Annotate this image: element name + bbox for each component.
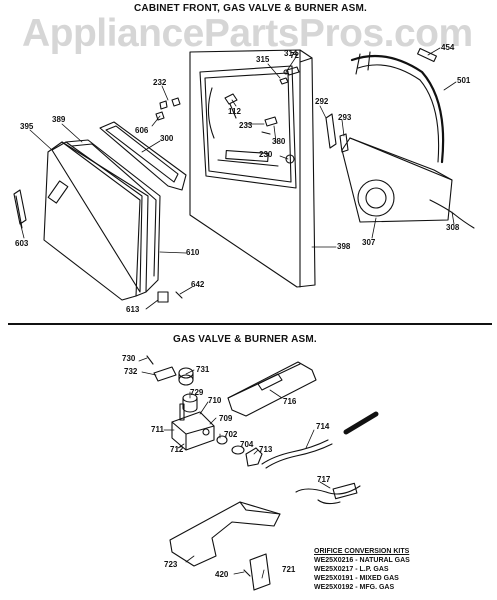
part-label: 420: [215, 570, 229, 579]
part-label: 232: [153, 78, 167, 87]
part-label: 233: [239, 121, 253, 130]
part-label: 731: [196, 365, 210, 374]
part-label: 721: [282, 565, 296, 574]
part-label: 711: [151, 425, 164, 434]
gas-valve-assembly: [146, 355, 379, 591]
part-label: 730: [122, 354, 136, 363]
part-label: 314: [284, 49, 298, 58]
part-label: 714: [316, 422, 330, 431]
hinge-parts: [279, 66, 300, 85]
part-label: 716: [283, 397, 297, 406]
orifice-kit-row: WE25X0216 - NATURAL GAS: [314, 557, 410, 564]
part-label: 501: [457, 76, 471, 85]
part-label: 710: [208, 396, 222, 405]
orifice-kits-header: ORIFICE CONVERSION KITS: [314, 548, 410, 555]
part-label: 732: [124, 367, 138, 376]
part-label: 72: [290, 51, 299, 60]
part-label: 308: [446, 223, 460, 232]
part-label: 702: [224, 430, 238, 439]
part-label: 292: [315, 97, 329, 106]
part-label: 603: [15, 239, 29, 248]
orifice-conversion-kits: ORIFICE CONVERSION KITS WE25X0216 - NATU…: [314, 547, 410, 592]
door-switch-parts: [224, 93, 295, 164]
part-label: 713: [259, 445, 273, 454]
part-label: 704: [240, 440, 254, 449]
part-label: 606: [135, 126, 149, 135]
latch-parts: [155, 97, 181, 121]
part-label: 112: [228, 107, 241, 116]
part-label: 729: [190, 388, 204, 397]
section-title: GAS VALVE & BURNER ASM.: [173, 334, 317, 345]
leader-lines: [19, 47, 457, 579]
front-bulkhead: [325, 47, 475, 229]
section-divider: [8, 323, 492, 325]
part-label: 293: [338, 113, 352, 122]
part-label: 398: [337, 242, 351, 251]
door-assembly: [13, 121, 187, 301]
part-label: 230: [259, 150, 273, 159]
part-label: 610: [186, 248, 200, 257]
part-label: 642: [191, 280, 205, 289]
cabinet-front-panel: [189, 49, 316, 288]
watermark-text: AppliancePartsPros.com: [22, 12, 473, 55]
orifice-kit-row: WE25X0192 - MFG. GAS: [314, 584, 395, 591]
orifice-kit-row: WE25X0217 - L.P. GAS: [314, 566, 389, 573]
part-label: 395: [20, 122, 34, 131]
part-label: 717: [317, 475, 331, 484]
part-label: 712: [170, 445, 184, 454]
part-label: 613: [126, 305, 140, 314]
part-label: 709: [219, 414, 233, 423]
part-label: 454: [441, 43, 455, 52]
part-label: 300: [160, 134, 174, 143]
hinge-bracket: [157, 291, 183, 303]
diagram-title: CABINET FRONT, GAS VALVE & BURNER ASM.: [134, 3, 367, 14]
orifice-kit-row: WE25X0191 - MIXED GAS: [314, 575, 399, 582]
part-label: 389: [52, 115, 66, 124]
part-label: 307: [362, 238, 376, 247]
part-label: 315: [256, 55, 270, 64]
part-label: 380: [272, 137, 286, 146]
part-label: 723: [164, 560, 178, 569]
